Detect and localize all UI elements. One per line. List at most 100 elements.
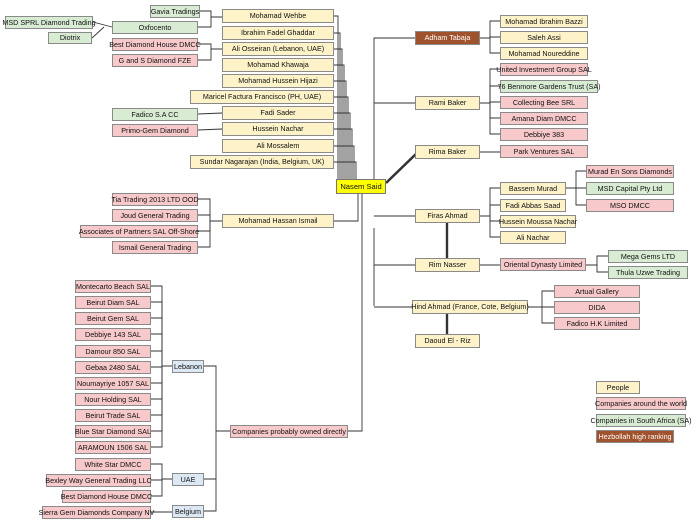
node-best-diamond-house-2: Best Diamond House DMCC xyxy=(61,490,152,503)
node-ibrahim-fadel-ghaddar: Ibrahim Fadel Ghaddar xyxy=(222,26,334,40)
node-white-star-dmcc: White Star DMCC xyxy=(75,458,151,471)
node-msd-capital: MSD Capital Pty Ltd xyxy=(586,182,674,195)
node-mohamad-hassan-ismail: Mohamad Hassan Ismail xyxy=(222,214,334,228)
connector xyxy=(528,306,554,324)
connector xyxy=(198,43,222,50)
connector xyxy=(151,365,172,432)
node-associates-partners: Associates of Partners SAL Off-Shore xyxy=(79,225,199,238)
node-rim-nasser: Rim Nasser xyxy=(415,258,480,272)
connector xyxy=(348,190,363,432)
node-fadico-hk: Fadico H.K Limited xyxy=(554,317,640,330)
node-diotrix: Diotrix xyxy=(48,32,92,44)
node-76-benmore: 76 Benmore Gardens Trust (SA) xyxy=(497,80,601,93)
node-debbiye-383: Debbiye 383 xyxy=(500,128,588,141)
node-oriental-dynasty: Oriental Dynasty Limited xyxy=(500,258,586,271)
node-hussein-moussa-nachar: Hussein Moussa Nachar xyxy=(499,215,577,228)
node-mso-dmcc: MSO DMCC xyxy=(586,199,674,212)
node-bexley-way: Bexley Way General Trading LLC xyxy=(45,474,152,487)
connector xyxy=(204,479,217,512)
node-hind-ahmad: Hind Ahmad (France, Cote, Belgium) xyxy=(411,300,529,314)
legend-people: People xyxy=(596,381,640,394)
connector xyxy=(197,112,223,115)
connector xyxy=(480,204,500,217)
node-mohamad-khawaja: Mohamad Khawaja xyxy=(222,58,334,72)
connector xyxy=(151,350,172,367)
connector xyxy=(334,161,357,186)
connector xyxy=(334,15,339,186)
node-saleh-assi: Saleh Assi xyxy=(500,31,588,44)
connector xyxy=(373,37,415,187)
node-nasem-said: Nasem Said xyxy=(336,179,386,194)
node-mohamad-noureddine: Mohamad Noureddine xyxy=(500,47,588,60)
connector xyxy=(385,151,419,184)
connector xyxy=(334,64,345,186)
node-united-investment: United Investment Group SAL xyxy=(496,63,592,76)
node-beirut-gem: Beirut Gem SAL xyxy=(75,312,151,325)
connector xyxy=(200,10,222,18)
legend-companies-sa: Companies in South Africa (SA) xyxy=(590,414,692,427)
node-ismail-general: Ismail General Trading xyxy=(112,241,198,254)
node-oxfocento: Oxfocento xyxy=(112,21,198,34)
connector xyxy=(566,187,586,206)
connector xyxy=(151,333,172,367)
node-rami-baker: Rami Baker xyxy=(415,96,480,110)
connector xyxy=(334,145,355,186)
legend-hezbollah: Hezbollah high ranking xyxy=(596,430,674,443)
connector xyxy=(204,431,217,480)
node-primo-gem: Primo-Gem Diamond xyxy=(112,124,198,137)
node-adham-tabaja: Adham Tabaja xyxy=(415,31,480,45)
node-debbiye-143: Debbiye 143 SAL xyxy=(75,328,151,341)
connector xyxy=(151,478,172,497)
node-artual-gallery: Artual Gallery xyxy=(554,285,640,298)
node-sundar-nagarajan: Sundar Nagarajan (India, Belgium, UK) xyxy=(190,155,334,169)
node-beirut-trade: Beirut Trade SAL xyxy=(75,409,151,422)
node-companies-owned-directly: Companies probably owned directly xyxy=(230,425,348,438)
node-tia-trading: Tia Trading 2013 LTD OOD xyxy=(111,193,199,206)
node-rima-baker: Rima Baker xyxy=(415,145,480,159)
connector xyxy=(151,365,172,384)
node-ali-osseiran: Ali Osseiran (Lebanon, UAE) xyxy=(222,42,334,56)
node-daoud-el-riz: Daoud El - Riz xyxy=(415,334,480,348)
node-hussein-nachar: Hussein Nachar xyxy=(222,122,334,136)
connector xyxy=(198,17,212,28)
node-joud-general: Joud General Trading xyxy=(112,209,198,222)
connector xyxy=(198,220,222,248)
connector xyxy=(197,128,223,131)
node-g-and-s-diamond: G and S Diamond FZE xyxy=(112,54,198,67)
connector xyxy=(334,48,343,186)
node-blue-star-diamond: Blue Star Diamond SAL xyxy=(75,425,151,438)
node-fadico-sa: Fadico S.A CC xyxy=(112,108,198,121)
connector xyxy=(480,20,500,39)
connector xyxy=(586,255,608,266)
node-mohamad-ibrahim-bazzi: Mohamad Ibrahim Bazzi xyxy=(500,15,588,28)
connector xyxy=(198,214,222,222)
node-noumayriye-1057: Noumayriye 1057 SAL xyxy=(75,377,151,390)
node-ali-mossalem: Ali Mossalem xyxy=(222,139,334,153)
connector xyxy=(198,49,212,61)
connector xyxy=(334,187,359,222)
node-gebaa-2480: Gebaa 2480 SAL xyxy=(75,361,151,374)
connector xyxy=(334,128,353,186)
connector xyxy=(480,37,500,54)
node-dida: DIDA xyxy=(554,301,640,314)
connector xyxy=(151,365,172,448)
node-park-ventures: Park Ventures SAL xyxy=(500,145,588,158)
connector xyxy=(92,21,113,28)
connector xyxy=(480,215,500,238)
node-firas-ahmad: Firas Ahmad xyxy=(415,209,480,223)
node-bassem-murad: Bassem Murad xyxy=(500,182,566,195)
connector xyxy=(204,365,230,432)
connector xyxy=(151,317,172,367)
node-mega-gems: Mega Gems LTD xyxy=(608,250,688,263)
node-fadi-sader: Fadi Sader xyxy=(222,106,334,120)
node-ali-nachar: Ali Nachar xyxy=(500,231,566,244)
connector xyxy=(151,463,172,480)
connector xyxy=(528,290,554,308)
node-fadi-abbas-saad: Fadi Abbas Saad xyxy=(500,199,566,212)
node-maricel-factura: Maricel Factura Francisco (PH, UAE) xyxy=(190,90,334,104)
connector xyxy=(334,80,347,186)
node-nour-holding: Nour Holding SAL xyxy=(75,393,151,406)
node-beirut-diam: Beirut Diam SAL xyxy=(75,296,151,309)
connector xyxy=(151,365,172,400)
